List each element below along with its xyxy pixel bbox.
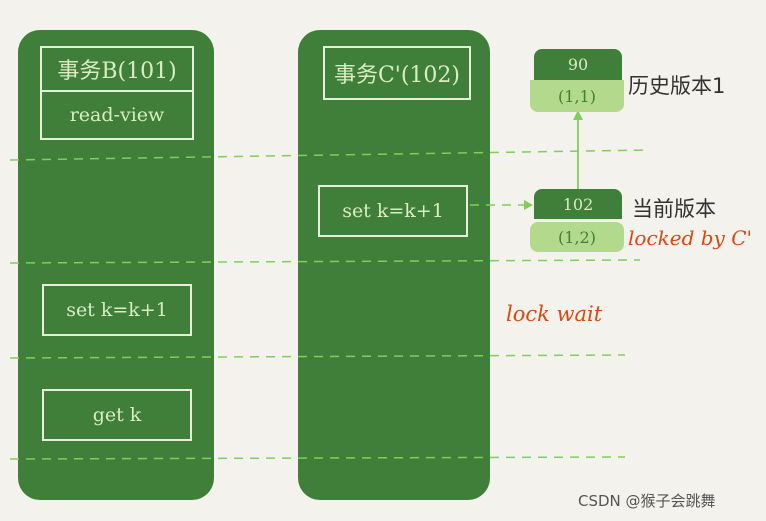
time-step-line-3 [9,354,626,359]
current-version-trx-id: 102 [534,189,622,219]
time-step-line-4 [9,456,626,460]
watermark: CSDN @猴子会跳舞 [578,492,716,510]
current-version-value: (1,2) [530,222,624,252]
version-chain-arrow-head [573,110,583,120]
current-version-label: 当前版本 [632,197,716,221]
history-version-label: 历史版本1 [628,74,726,98]
transaction-c-column [298,30,490,500]
update-arrow-head [524,200,533,210]
transaction-c-title: 事务C'(102) [323,46,471,100]
lock-wait-note: lock wait [506,302,603,326]
history-version-trx-id: 90 [534,49,622,80]
transaction-b-read-view: read-view [40,90,194,140]
history-version-value: (1,1) [530,80,624,112]
time-step-line-1 [9,149,651,161]
transaction-b-get-statement: get k [42,389,192,441]
transaction-b-set-statement: set k=k+1 [42,284,192,336]
locked-by-note: locked by C' [628,226,753,250]
time-step-line-2 [9,259,641,264]
transaction-b-column [18,30,214,500]
transaction-c-set-statement: set k=k+1 [318,185,468,237]
